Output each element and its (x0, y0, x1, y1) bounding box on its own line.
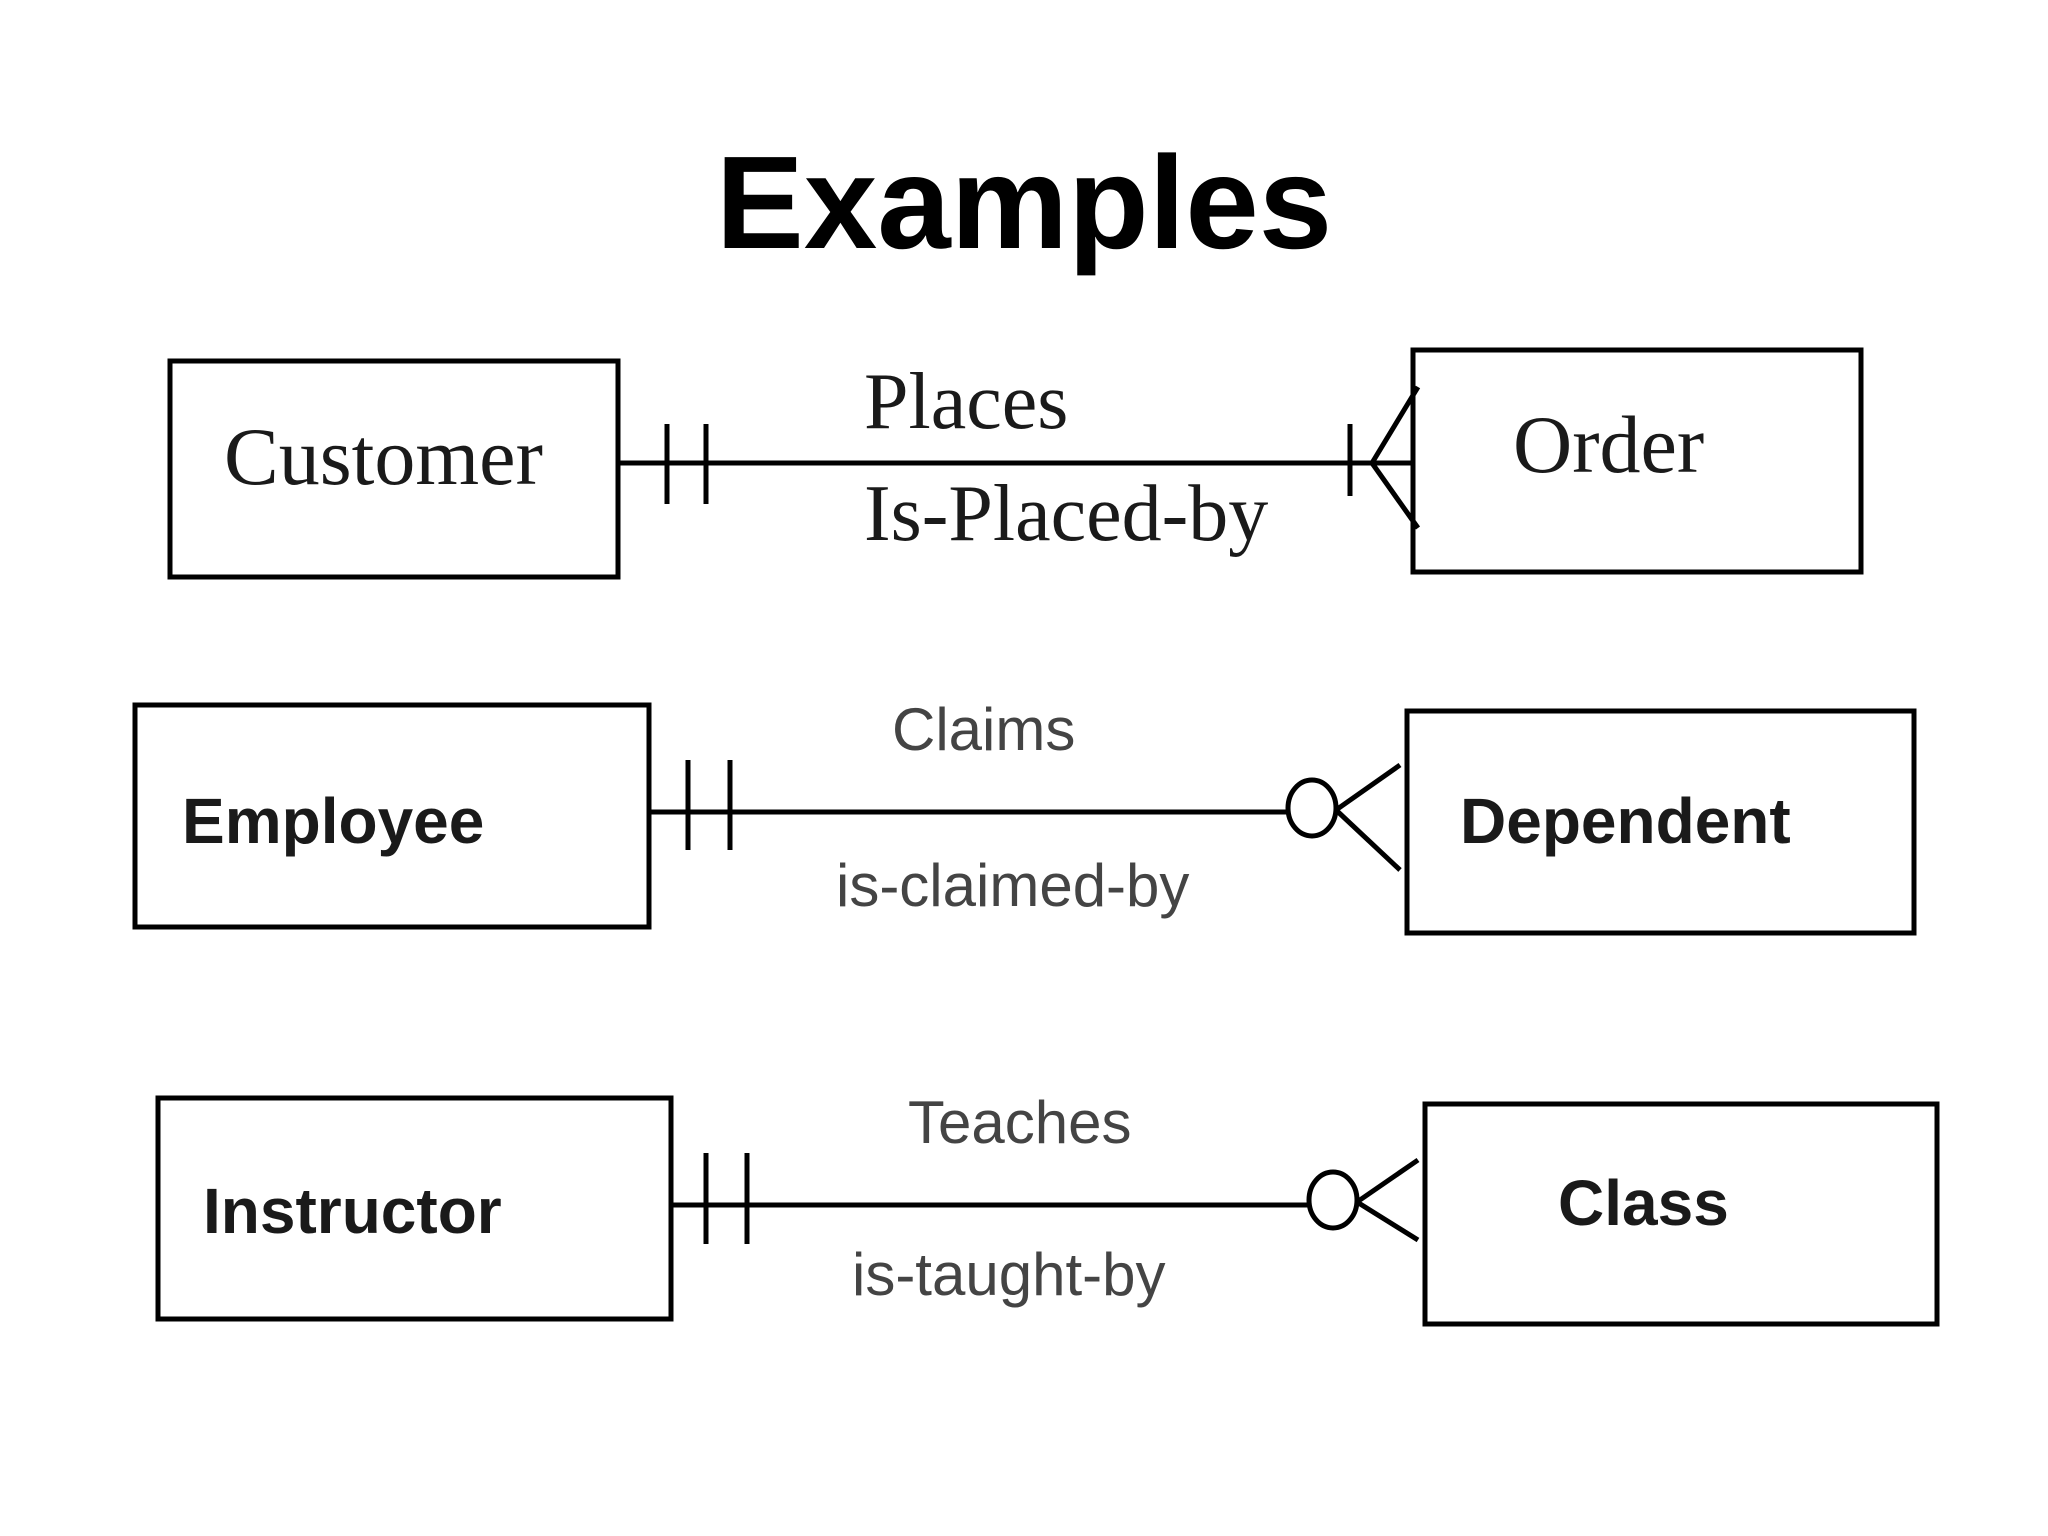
entity-dependent-box[interactable] (1404, 708, 1917, 936)
one-and-only-one-icon (685, 760, 733, 850)
entity-employee-box[interactable] (132, 702, 652, 930)
entity-order-label: Order (1513, 399, 1704, 490)
reverse-label: is-claimed-by (836, 852, 1189, 919)
entity-dependent-label: Dependent (1460, 785, 1791, 857)
one-and-only-one-icon (664, 424, 709, 504)
reverse-label: Is-Placed-by (864, 470, 1268, 558)
entity-employee-label: Employee (182, 785, 484, 857)
forward-label: Claims (892, 696, 1075, 763)
zero-or-many-icon (1285, 762, 1402, 872)
relationship-customer-order: Customer Order Places Is-Placed-by (167, 347, 1864, 580)
entity-customer-label: Customer (224, 411, 543, 502)
reverse-label: is-taught-by (852, 1241, 1165, 1308)
page-title: Examples (715, 129, 1333, 276)
entity-class-label: Class (1558, 1167, 1729, 1239)
entity-instructor-box[interactable] (155, 1095, 674, 1322)
entity-customer-box[interactable] (167, 358, 621, 580)
entity-instructor-label: Instructor (203, 1175, 502, 1247)
one-or-many-icon (1347, 385, 1421, 530)
entity-order-box[interactable] (1410, 347, 1864, 575)
zero-or-many-icon (1306, 1157, 1420, 1243)
entity-class-box[interactable] (1422, 1101, 1940, 1327)
one-and-only-one-icon (703, 1153, 750, 1244)
forward-label: Teaches (908, 1089, 1131, 1156)
relationship-employee-dependent: Employee Dependent Claims is-claimed-by (132, 696, 1917, 936)
relationship-instructor-class: Instructor Class Teaches is-taught-by (155, 1089, 1940, 1327)
forward-label: Places (864, 358, 1068, 446)
